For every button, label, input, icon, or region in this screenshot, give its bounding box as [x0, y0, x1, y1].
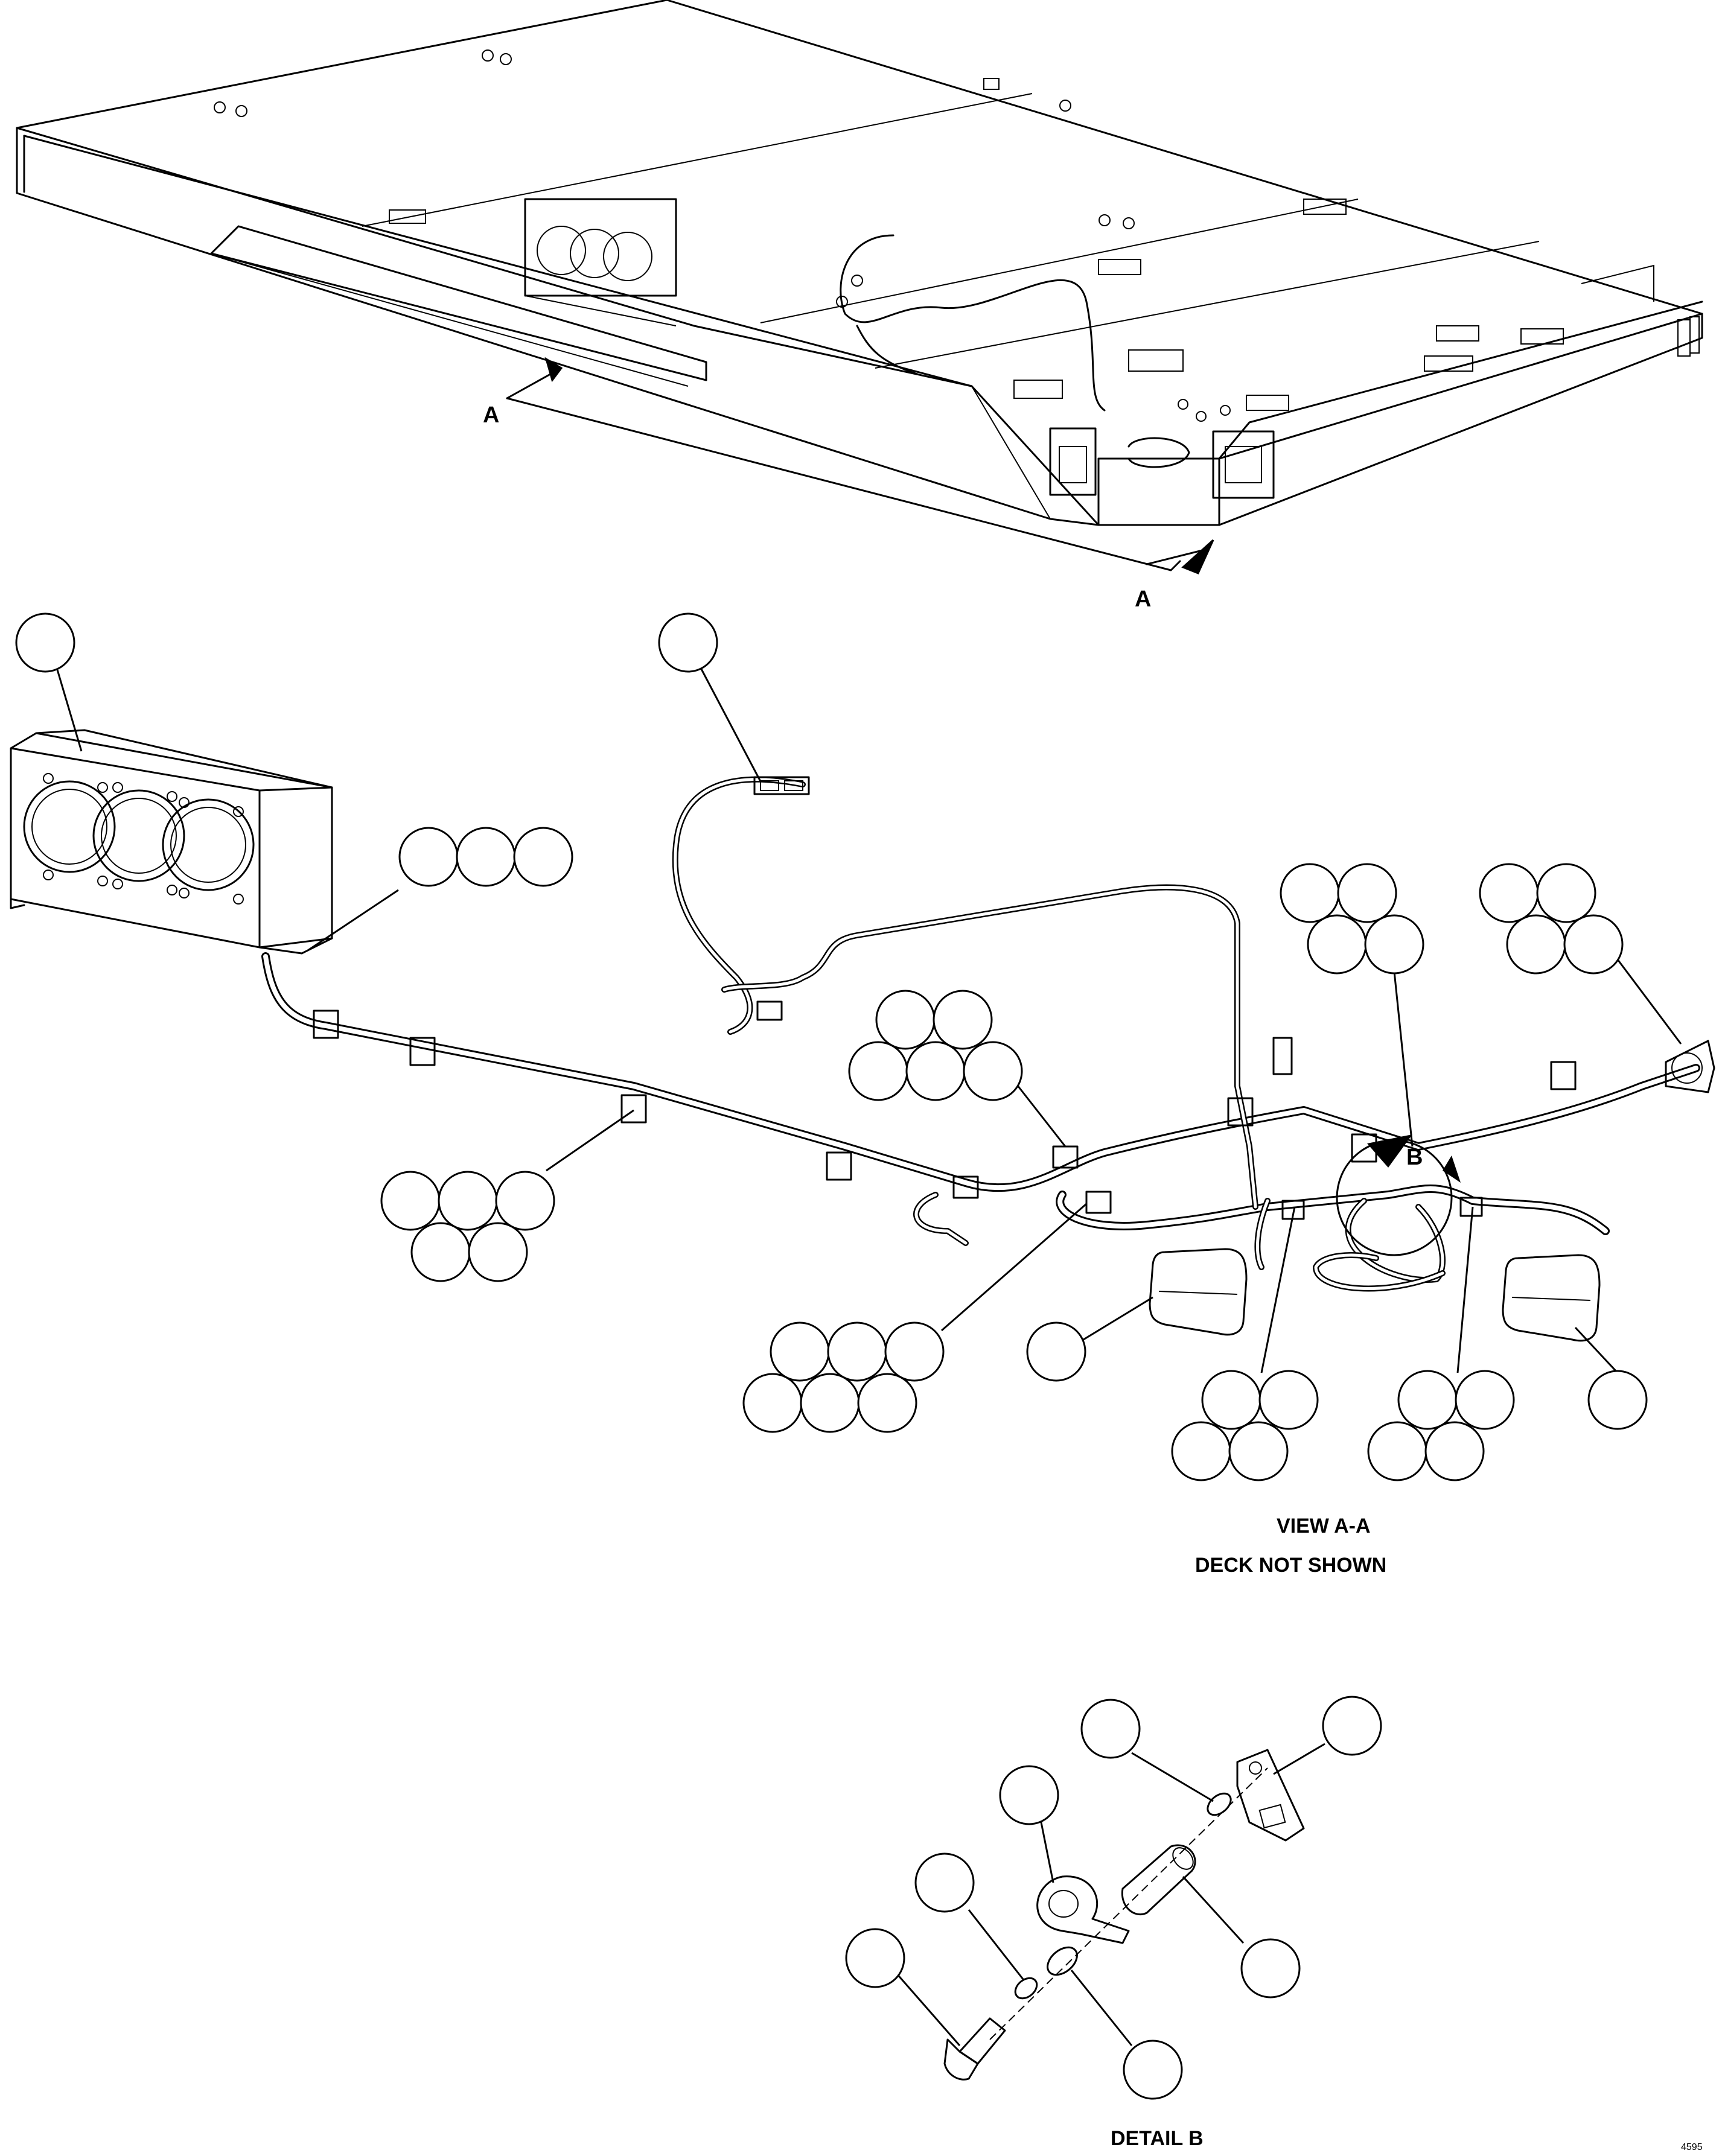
view-a-a: B	[10, 612, 1715, 1577]
callout-balloon	[438, 1171, 498, 1231]
callout-balloon	[800, 1373, 860, 1433]
callout-balloon	[1367, 1421, 1427, 1481]
callout-balloon	[1322, 1696, 1382, 1756]
callout-balloon	[456, 827, 516, 887]
detail-title: DETAIL B	[1111, 2127, 1204, 2150]
lamp-left	[1149, 1248, 1248, 1336]
detail-b: DETAIL B	[845, 1696, 1382, 2150]
callout-balloon	[933, 990, 993, 1050]
callout-balloon	[1337, 863, 1397, 923]
callout-balloon	[1587, 1370, 1648, 1430]
callout-balloon	[1364, 914, 1424, 975]
callout-balloon	[1258, 1370, 1319, 1430]
deck-assembly: A A	[16, 0, 1703, 612]
callout-balloon	[1455, 1370, 1515, 1430]
callout-balloon	[398, 827, 459, 887]
callout-balloon	[495, 1171, 555, 1231]
view-title: VIEW A-A	[1277, 1515, 1371, 1538]
callout-balloon	[845, 1928, 905, 1988]
callout-balloon	[905, 1041, 966, 1101]
callout-balloon	[410, 1222, 471, 1282]
callout-balloon	[658, 612, 718, 673]
callout-balloon	[1171, 1421, 1231, 1481]
callout-balloon	[875, 990, 936, 1050]
callout-balloon	[742, 1373, 803, 1433]
callout-balloon	[380, 1171, 441, 1231]
callout-balloon	[1228, 1421, 1289, 1481]
lamp-right	[1502, 1254, 1601, 1342]
callout-balloon	[1479, 863, 1539, 923]
callout-balloon	[770, 1321, 830, 1382]
callout-balloon	[1563, 914, 1624, 975]
callout-balloon	[15, 612, 75, 673]
section-mark-left: A	[483, 402, 499, 428]
callout-balloon	[1424, 1421, 1485, 1481]
callout-balloon	[1240, 1938, 1301, 1999]
callout-balloon	[914, 1852, 975, 1913]
view-a-a-callouts	[15, 612, 1682, 1481]
callout-balloon	[1506, 914, 1566, 975]
callout-balloon	[884, 1321, 945, 1382]
callout-balloon	[1397, 1370, 1458, 1430]
callout-balloon	[1080, 1699, 1141, 1759]
callout-balloon	[1307, 914, 1367, 975]
callout-balloon	[857, 1373, 917, 1433]
detail-mark: B	[1406, 1145, 1423, 1170]
view-note: DECK NOT SHOWN	[1195, 1554, 1386, 1577]
callout-balloon	[1280, 863, 1340, 923]
callout-balloon	[1026, 1321, 1086, 1382]
callout-balloon	[1123, 2040, 1183, 2100]
callout-balloon	[963, 1041, 1023, 1101]
callout-balloon	[1536, 863, 1596, 923]
sheet-code: 4595	[1681, 2142, 1703, 2152]
callout-balloon	[827, 1321, 887, 1382]
callout-balloon	[848, 1041, 908, 1101]
callout-balloon	[468, 1222, 528, 1282]
section-mark-right: A	[1135, 587, 1151, 612]
callout-balloon	[1201, 1370, 1261, 1430]
callout-balloon	[513, 827, 573, 887]
callout-balloon	[999, 1765, 1059, 1825]
